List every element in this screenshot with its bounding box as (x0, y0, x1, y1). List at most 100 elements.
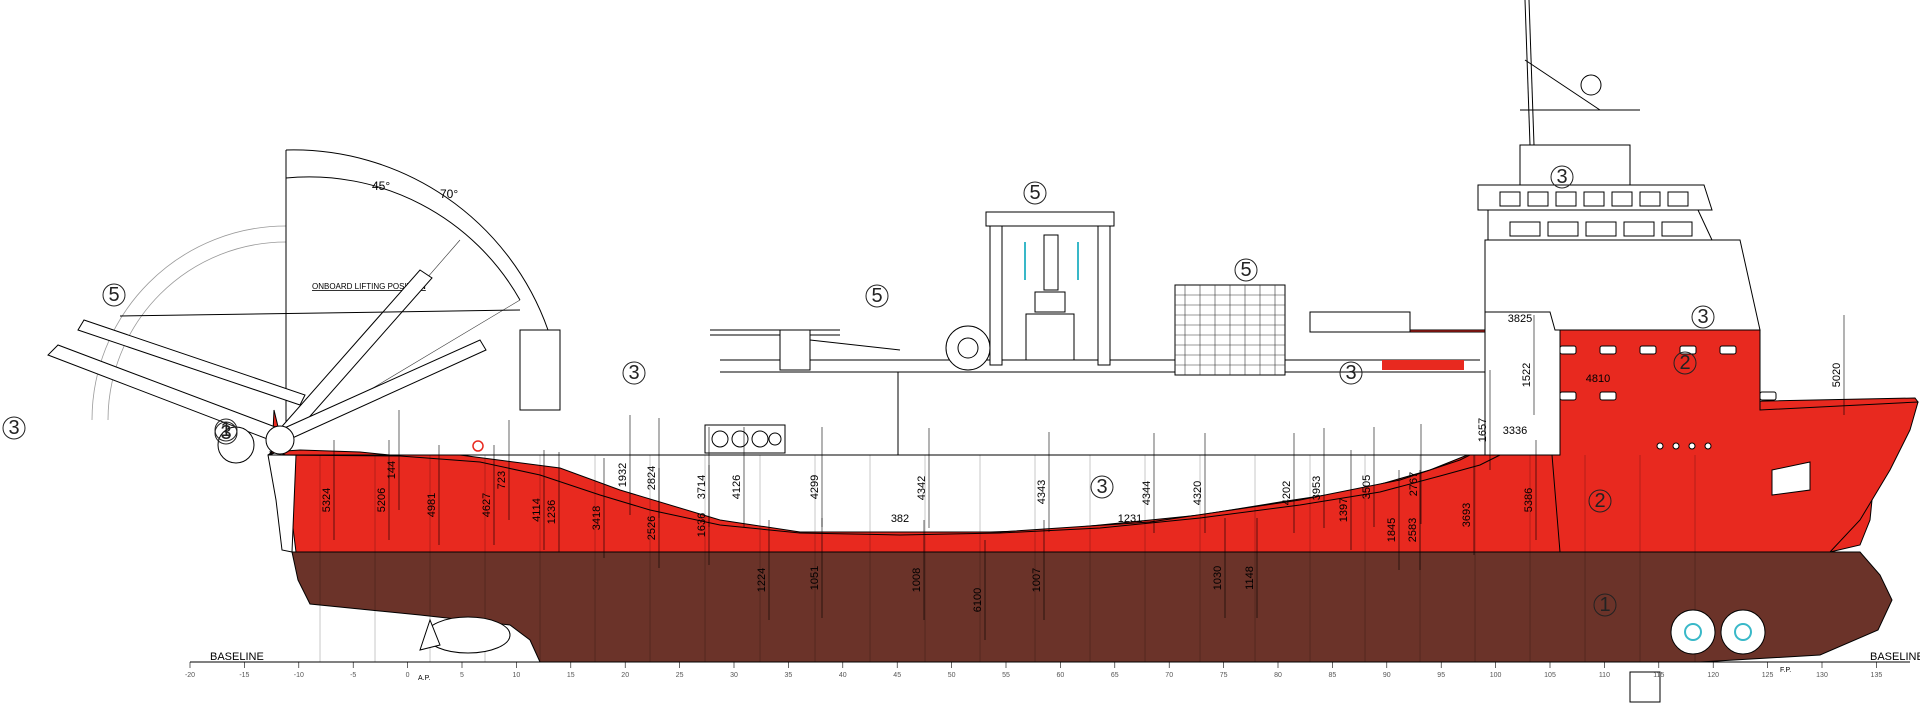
dimension-vertical: 1030 (1212, 566, 1224, 590)
dimension-vertical: 1845 (1386, 518, 1398, 542)
dimension-vertical: 1008 (911, 568, 923, 592)
dimension-vertical: 4627 (481, 493, 493, 517)
frame-tick-label: 15 (567, 672, 575, 679)
baseline-left-label: BASELINE (210, 651, 264, 663)
hull-underwater-brown (291, 551, 1893, 663)
frame-tick-label: 65 (1111, 672, 1119, 679)
zone-label: 5 (871, 285, 882, 307)
dimension-vertical: 4126 (731, 475, 743, 499)
deck-crane-mid (710, 325, 991, 371)
hull-white-sheer (275, 454, 1501, 536)
zone-marker-5: 5 (865, 284, 889, 308)
frame-tick-label: -5 (350, 672, 356, 679)
frame-tick-label: 125 (1762, 672, 1774, 679)
frame-tick-label: 135 (1871, 672, 1883, 679)
dimension-horizontal: 1231 (1118, 513, 1142, 525)
frame-tick-label: 115 (1653, 672, 1664, 679)
dimension-vertical: 5386 (1523, 488, 1535, 512)
zone-label: 3 (1697, 306, 1708, 328)
dimension-vertical: 2767 (1408, 472, 1420, 496)
dimension-vertical: 1148 (1244, 566, 1256, 590)
accommodation-block (1484, 239, 1761, 331)
portholes (1559, 345, 1777, 450)
zone-marker-3: 3 (1339, 361, 1363, 385)
frame-tick-label: 95 (1437, 672, 1445, 679)
dimension-vertical: 4299 (809, 475, 821, 499)
zone-label: 3 (1345, 362, 1356, 384)
frame-tick-label: 40 (839, 672, 847, 679)
dimension-vertical: 4343 (1036, 480, 1048, 504)
cargo-stack (1174, 284, 1411, 376)
dimension-vertical: 2526 (646, 516, 658, 540)
mast-base (1519, 144, 1631, 185)
dimension-vertical: 4342 (916, 476, 928, 500)
zone-label: 5 (1029, 182, 1040, 204)
main-propeller (425, 616, 511, 654)
dimension-vertical: 1224 (756, 568, 768, 592)
radar-dome (1580, 74, 1602, 96)
zone-marker-3: 3 (2, 416, 26, 440)
deckhouse (720, 0, 1811, 496)
dimension-vertical: 4114 (531, 498, 543, 522)
ap-label: A.P. (418, 675, 430, 682)
cargo-deckhouse (897, 371, 1489, 456)
zone-label: 3 (1096, 476, 1107, 498)
dimension-vertical: 1397 (1338, 498, 1350, 522)
zone-label: 5 (108, 284, 119, 306)
dimension-vertical: 1236 (546, 500, 558, 524)
zone-label: 2 (1679, 352, 1690, 374)
dimension-vertical: 4320 (1192, 481, 1204, 505)
bridge-windows (1499, 191, 1693, 237)
a-frame-gantry (985, 211, 1115, 366)
frame-tick-label: 30 (730, 672, 738, 679)
hull-bow-red (1551, 329, 1919, 553)
frame-tick-label: 45 (893, 672, 901, 679)
zone-label: 3 (1556, 166, 1567, 188)
frame-tick-label: 50 (948, 672, 956, 679)
baseline-right-label: BASELINE (1870, 651, 1920, 663)
frame-tick-label: 110 (1599, 672, 1610, 679)
bow-thruster-2 (1720, 609, 1766, 655)
aft-crane-booms (47, 269, 561, 464)
propellers (419, 609, 1766, 703)
zone-label: 3 (220, 422, 231, 444)
dimension-vertical: 2583 (1407, 518, 1419, 542)
zone-label: 1 (1599, 594, 1610, 616)
onboard-lifting-label: ONBOARD LIFTING POSITION (312, 282, 426, 291)
frame-tick-label: 75 (1220, 672, 1228, 679)
marker-ring (472, 440, 484, 452)
dimension-vertical: 3714 (696, 475, 708, 499)
zone-marker-3: 3 (1550, 165, 1574, 189)
dimension-horizontal: 382 (891, 513, 909, 525)
frame-tick-label: 0 (406, 672, 410, 679)
dimension-vertical: 1657 (1477, 418, 1489, 442)
frame-tick-label: 130 (1816, 672, 1828, 679)
zone-marker-1: 1 (1593, 593, 1617, 617)
dimension-vertical: 6100 (972, 588, 984, 612)
dimension-vertical: 144 (386, 461, 398, 479)
fp-label: F.P. (1780, 667, 1791, 674)
dimension-vertical: 4344 (1141, 481, 1153, 505)
zone-marker-5: 5 (102, 283, 126, 307)
angle-45-label: 45° (372, 179, 390, 193)
dimension-vertical: 3693 (1461, 503, 1473, 527)
hull-stern-upper (267, 454, 297, 553)
frame-tick-label: 25 (676, 672, 684, 679)
dimension-vertical: 1051 (809, 566, 821, 590)
dimension-horizontal: 3336 (1503, 425, 1527, 437)
dimension-vertical: 5324 (321, 488, 333, 512)
dimension-vertical: 1007 (1031, 568, 1043, 592)
frame-tick-label: 10 (513, 672, 521, 679)
dimension-horizontal: 3825 (1508, 313, 1532, 325)
frame-tick-label: -10 (294, 672, 304, 679)
zone-label: 3 (8, 417, 19, 439)
frame-tick-label: 60 (1057, 672, 1065, 679)
dimension-vertical: 4981 (426, 493, 438, 517)
retractable-thruster (1629, 671, 1661, 703)
zone-marker-2: 2 (1673, 351, 1697, 375)
dimension-vertical: 1522 (1521, 363, 1533, 387)
